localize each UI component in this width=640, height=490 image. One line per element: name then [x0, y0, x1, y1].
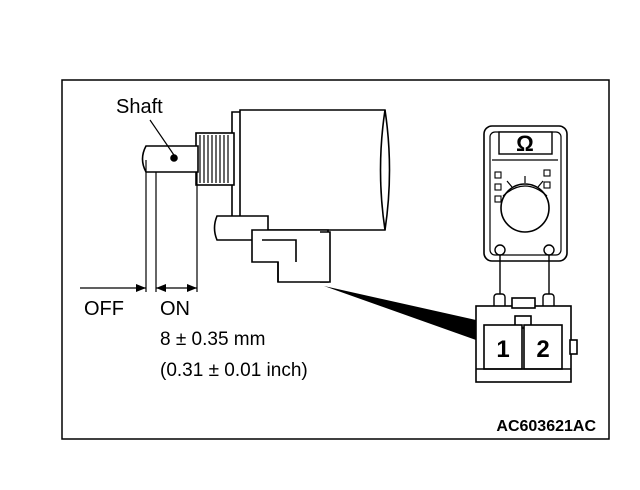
terminal-1-label: 1	[496, 336, 509, 363]
figure-id: AC603621AC	[496, 418, 596, 435]
dimension-inch: (0.31 ± 0.01 inch)	[160, 360, 308, 381]
probe-leads	[499, 255, 550, 296]
dimension-arrowheads	[136, 284, 197, 292]
probe-jack-left	[494, 244, 506, 256]
ohmmeter	[483, 125, 568, 262]
ohm-symbol: Ω	[516, 131, 534, 156]
solenoid-body	[213, 109, 391, 283]
shaft-label: Shaft	[116, 96, 163, 118]
shaft-leader	[149, 119, 177, 159]
off-label: OFF	[84, 298, 124, 320]
figure-frame	[61, 79, 610, 440]
terminal-2-label: 2	[536, 336, 549, 363]
connector-terminal-1	[483, 324, 523, 370]
threaded-section	[195, 132, 235, 186]
selector-dial-icon	[500, 183, 550, 233]
dimension-mm: 8 ± 0.35 mm	[160, 329, 265, 350]
callout-wedge	[324, 286, 476, 340]
probe-jack-right	[543, 244, 555, 256]
on-label: ON	[160, 298, 190, 320]
stroke-dimension	[80, 160, 198, 292]
connector-face	[475, 297, 578, 383]
meter-display	[498, 131, 553, 155]
